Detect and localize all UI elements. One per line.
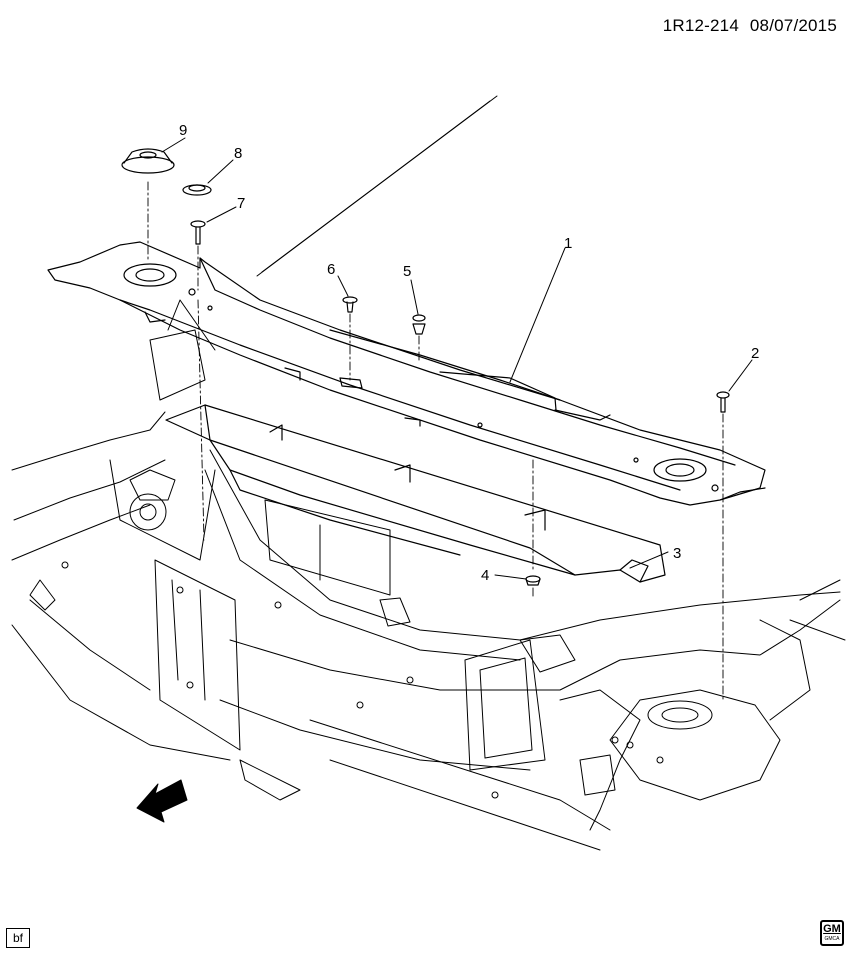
callout-8: 8 xyxy=(234,145,242,162)
callout-4: 4 xyxy=(481,567,489,584)
callout-6: 6 xyxy=(327,261,335,278)
part-2-bolt xyxy=(716,391,730,413)
part-4-nut xyxy=(525,575,541,586)
part-3-lower-cowl-panel xyxy=(165,404,666,583)
part-8-grommet xyxy=(182,184,212,196)
front-direction-arrow-icon: FRT xyxy=(136,779,188,823)
part-7-bolt xyxy=(190,220,206,245)
vehicle-body-structure xyxy=(11,299,846,851)
assembly-center-lines xyxy=(147,181,724,701)
callout-1: 1 xyxy=(564,235,572,252)
callout-9: 9 xyxy=(179,122,187,139)
callout-2: 2 xyxy=(751,345,759,362)
gm-logo-icon: GM GMCA xyxy=(820,920,844,946)
part-1-cowl-vent-panel xyxy=(47,241,766,506)
part-5-clip xyxy=(412,314,426,335)
callout-3: 3 xyxy=(673,545,681,562)
footer-box-label: bf xyxy=(6,928,30,948)
diagram-id: 1R12-214 xyxy=(662,16,739,35)
callout-5: 5 xyxy=(403,263,411,280)
callout-numbers: 1 2 3 4 5 6 7 8 9 xyxy=(179,122,759,584)
part-6-push-pin xyxy=(342,296,358,313)
part-9-grommet xyxy=(121,148,175,174)
callout-7: 7 xyxy=(237,195,245,212)
callout-leader-lines xyxy=(161,137,753,580)
diagram-header: 1R12-214 08/07/2015 xyxy=(663,16,837,36)
hood-outline xyxy=(256,95,498,277)
gm-logo-subtext: GMCA xyxy=(824,936,840,942)
gm-logo-text: GM xyxy=(823,923,841,935)
diagram-date: 08/07/2015 xyxy=(749,16,837,35)
